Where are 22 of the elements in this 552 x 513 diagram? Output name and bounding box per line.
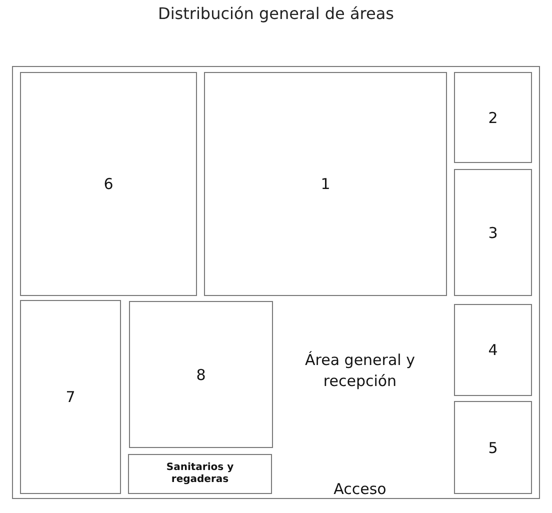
room-label: Sanitarios y regaderas bbox=[165, 462, 235, 486]
room-label: 7 bbox=[66, 388, 76, 406]
room-box bbox=[129, 301, 273, 448]
room-box bbox=[128, 454, 272, 494]
room-label: 1 bbox=[320, 175, 330, 193]
floor-plan-outline bbox=[12, 66, 540, 499]
room-label: 3 bbox=[488, 224, 498, 242]
room-box bbox=[454, 72, 532, 163]
room-box bbox=[454, 401, 532, 494]
room-label: 2 bbox=[488, 108, 498, 126]
room-label: 4 bbox=[488, 341, 498, 359]
room-box bbox=[204, 72, 447, 296]
room-label: 6 bbox=[104, 175, 114, 193]
room-box bbox=[20, 300, 121, 494]
room-box bbox=[454, 304, 532, 396]
area-label: Área general y recepción bbox=[305, 350, 415, 392]
room-label: 8 bbox=[196, 366, 206, 384]
room-label: 5 bbox=[488, 438, 498, 456]
room-box bbox=[454, 169, 532, 296]
entrance-label: Acceso bbox=[332, 479, 388, 500]
diagram-title: Distribución general de áreas bbox=[157, 4, 395, 23]
room-box bbox=[20, 72, 197, 296]
